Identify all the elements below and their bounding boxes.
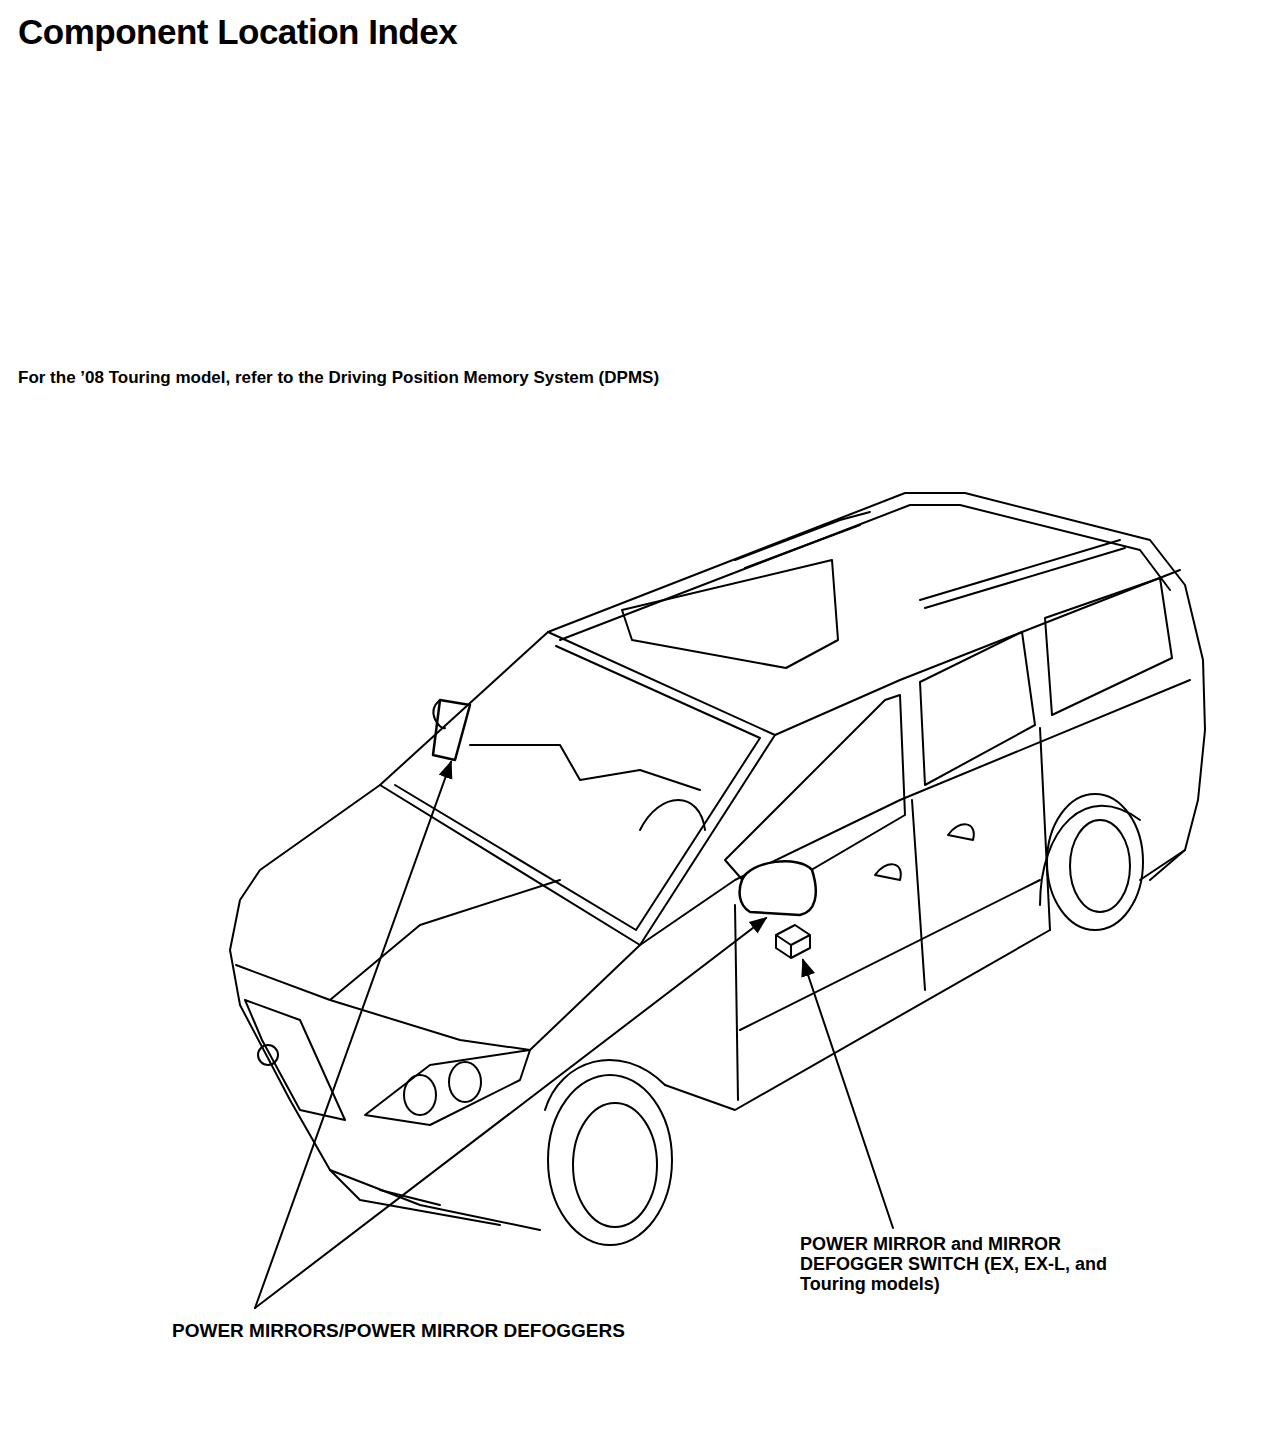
van-body bbox=[230, 493, 1205, 1245]
page-title: Component Location Index bbox=[18, 12, 457, 51]
leader-line bbox=[255, 762, 451, 1308]
left-power-mirror bbox=[433, 700, 470, 760]
callout-label: POWER MIRROR and MIRROR DEFOGGER SWITCH … bbox=[800, 1234, 1145, 1294]
leader-line bbox=[255, 918, 766, 1308]
leader-line bbox=[803, 960, 893, 1228]
left-mirror-housing bbox=[434, 700, 445, 728]
mirror-switch bbox=[776, 925, 810, 958]
right-power-mirror bbox=[740, 861, 816, 915]
callout-label: POWER MIRRORS/POWER MIRROR DEFOGGERS bbox=[172, 1320, 625, 1341]
model-note: For the ’08 Touring model, refer to the … bbox=[18, 368, 659, 387]
